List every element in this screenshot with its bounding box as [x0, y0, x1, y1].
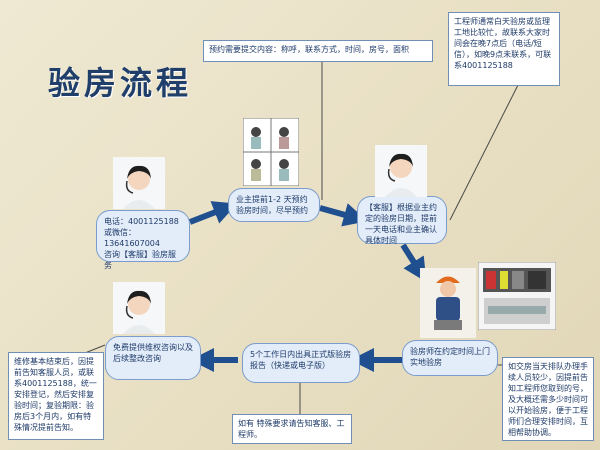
step-engineer-visit: 验房师在约定时间上门实地验房 [402, 340, 498, 376]
step-service-confirm: 【客服】根据业主约定的验房日期，提前一天电话和业主确认具体时间 [357, 196, 447, 245]
step-report: 5个工作日内出具正式版验房报告（快递或电子版） [242, 343, 360, 383]
connector-engineer-note [449, 84, 519, 221]
queue-note: 如交房当天排队办理手续人员较少，因提前告知工程师您取到的号，及大概还需多少时间可… [502, 357, 594, 441]
arrow-booking-to-confirm [319, 203, 368, 227]
arrow-contact-to-booking [188, 201, 238, 225]
engineer-contact-note: 工程师通常白天验房或监理工地比较忙，故联系大家时间会在晚7点后（电话/短信），如… [448, 12, 560, 86]
arrow-confirm-to-visit [400, 243, 427, 283]
service-agent-icon [375, 145, 427, 197]
comic-booking-icon [242, 117, 300, 187]
service-agent-icon [113, 282, 165, 334]
visit-info-note: 预约需要提交内容：称呼，联系方式，时间，房号，面积 [203, 40, 433, 62]
step-owner-booking: 业主提前1-2 天预约验房时间，尽早预约 [228, 188, 320, 222]
step-consult: 免费提供维权咨询以及后续整改咨询 [105, 336, 201, 380]
step-contact: 电话：4001125188 或微信：13641607004 咨询【客服】验房服务 [96, 210, 190, 270]
special-request-note: 如有 特殊要求请告知客服、工程师。 [232, 414, 352, 444]
repair-followup-note: 维修基本结束后，因提前告知客服人员，或联系4001125188，统一安排登记，然… [8, 352, 104, 440]
engineer-icon [420, 268, 476, 338]
page-title: 验房流程 [48, 64, 193, 102]
service-agent-icon [113, 157, 165, 209]
toolkit-icon [477, 261, 557, 331]
